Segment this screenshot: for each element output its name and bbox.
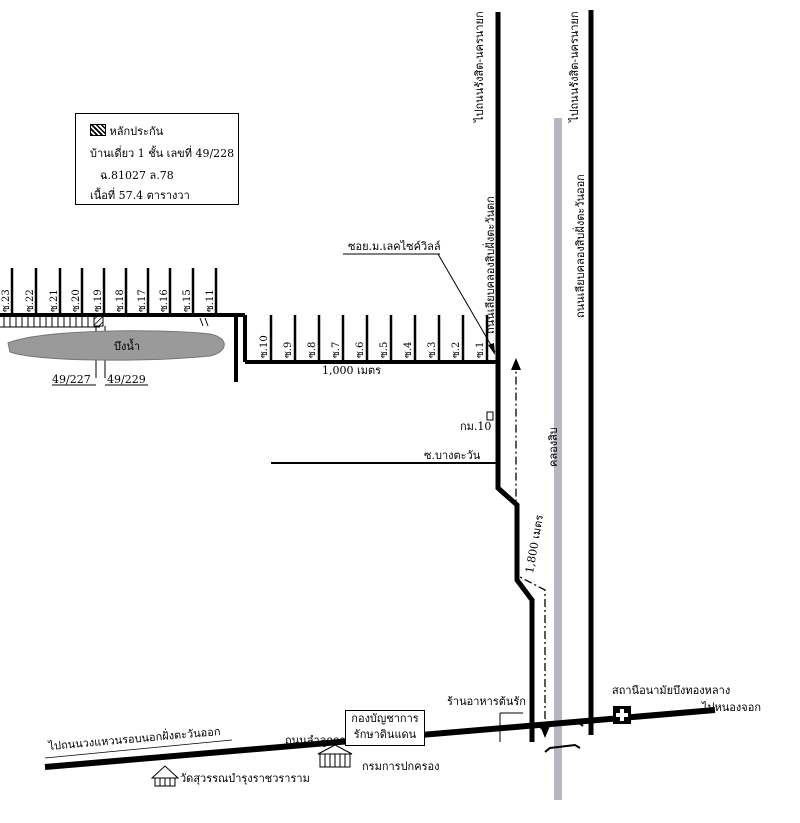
legend-area-line: เนื้อที่ 57.4 ตารางวา <box>90 189 190 202</box>
soi-bangtawan-label: ซ.บางตะวัน <box>424 449 481 462</box>
soi-upper-label-2: ซ.21 <box>49 289 60 312</box>
soi-upper-label-8: ซ.15 <box>182 289 193 312</box>
soi-upper-label-9: ซ.11 <box>205 289 216 312</box>
soi-lower-label-0: ซ.10 <box>259 335 270 358</box>
legend-collateral-label: หลักประกัน <box>109 125 164 138</box>
soi-lower-label-6: ซ.4 <box>403 341 414 358</box>
right-road-north-label: ไปถนนรังสิต-นครนายก <box>568 11 581 122</box>
soi-upper-label-6: ซ.17 <box>137 289 148 312</box>
soi-upper-label-1: ซ.22 <box>25 289 36 312</box>
government-building-icon <box>317 744 353 768</box>
dept-label: กรมการปกครอง <box>362 760 440 773</box>
border-defense-box: กองบัญชาการ รักษาดินแดน <box>345 710 425 746</box>
pond-label: บึงน้ำ <box>114 340 141 353</box>
soi-lower-label-3: ซ.7 <box>331 341 342 358</box>
route-arrow-up <box>511 358 521 370</box>
left-road-north-label: ไปถนนรังสิต-นครนายก <box>473 11 486 122</box>
main-road-east-label: ไปหนองจอก <box>702 701 761 714</box>
soi-upper-label-7: ซ.16 <box>159 289 170 312</box>
soi-lower-stubs <box>269 315 489 362</box>
left-road-name-label: ถนนเลียบคลองสิบฝั่งตะวันตก <box>484 196 497 334</box>
km-marker-label: กม.10 <box>460 420 492 433</box>
border-box-line1: กองบัญชาการ <box>351 712 419 725</box>
soi-lower-label-7: ซ.3 <box>427 341 438 358</box>
plot-right-label: 49/229 <box>107 373 146 386</box>
main-road-local-label: ถนนลำลูกกา <box>285 734 346 747</box>
soi-lake-label: ซอย.ม.เลคไซค์วิลล์ <box>348 240 441 253</box>
right-road-name-label: ถนนเลียบคลองสิบฝั่งตะวันออก <box>574 174 587 318</box>
bridge-mark <box>544 743 581 753</box>
pond <box>7 330 225 361</box>
canal-label: คลองสิบ <box>547 427 560 467</box>
soi-lower-label-2: ซ.8 <box>307 341 318 358</box>
plot-left-label: 49/227 <box>52 373 91 386</box>
health-station-label: สถานีอนามัยบึงทองหลาง <box>612 684 731 697</box>
route-arrow-down <box>540 726 550 738</box>
soi-lower-label-8: ซ.2 <box>451 341 462 358</box>
soi-upper-label-5: ซ.18 <box>115 289 126 312</box>
house-plots <box>0 317 100 328</box>
soi-lower-label-1: ซ.9 <box>283 341 294 358</box>
soi-lower-label-4: ซ.6 <box>355 341 366 358</box>
temple-label: วัดสุวรรณบำรุงราชวราราม <box>180 772 310 785</box>
soi-lower-label-9: ซ.1 <box>475 341 486 358</box>
hatch-icon <box>90 124 106 136</box>
soi-lower-label-5: ซ.5 <box>379 341 390 358</box>
soi-lake-pointer <box>437 253 496 353</box>
distance-soi-label: 1,000 เมตร <box>322 364 382 377</box>
legend-deed-line: ฉ.81027 ล.78 <box>100 169 174 182</box>
soi-upper-label-4: ซ.19 <box>93 289 104 312</box>
west-canal-road <box>495 12 535 742</box>
temple-icon <box>150 765 180 787</box>
soi-upper-label-3: ซ.20 <box>71 289 82 312</box>
legend-property-line: บ้านเดี่ยว 1 ชั้น เลขที่ 49/228 <box>90 147 235 160</box>
health-station-icon <box>613 706 631 724</box>
restaurant-label: ร้านอาหารต้นรัก <box>447 695 526 708</box>
soi-upper-stubs <box>10 268 218 315</box>
km-marker <box>486 411 494 421</box>
legend-box: หลักประกัน บ้านเดี่ยว 1 ชั้น เลขที่ 49/2… <box>75 113 239 205</box>
route-path <box>515 370 546 735</box>
soi-upper-label-0: ซ.23 <box>1 289 12 312</box>
collateral-plot <box>93 313 104 327</box>
border-box-line2: รักษาดินแดน <box>353 728 417 741</box>
